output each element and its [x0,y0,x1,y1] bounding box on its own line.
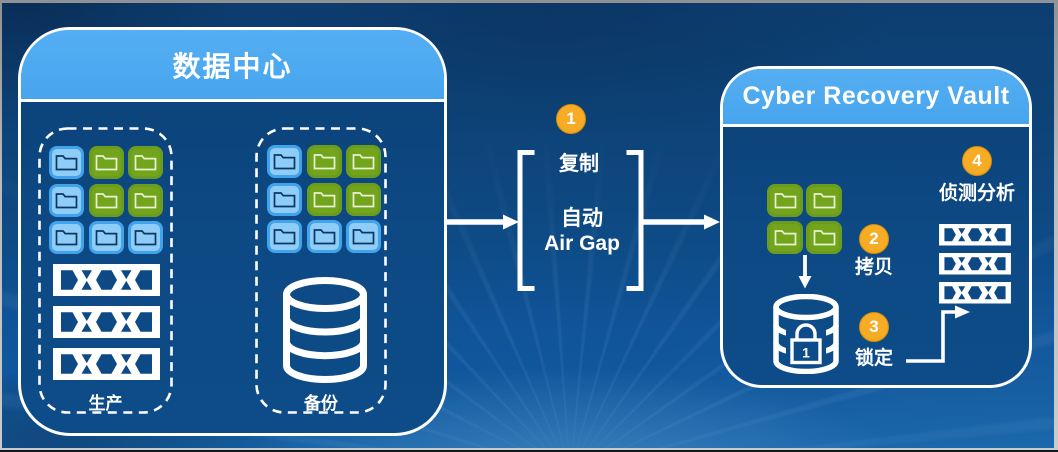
vault-folder-grid [767,184,842,254]
folder-tile-green [346,145,381,178]
backup-folder-grid [267,145,381,253]
tape-cartridge-icon [53,348,160,380]
folder-icon [313,229,335,245]
step3-badge: 3 [859,312,889,342]
folder-tile-green [767,221,803,254]
folder-tile-blue [267,182,302,216]
airgap-caption: 自动 Air Gap [522,206,642,256]
step2-badge: 2 [859,224,889,254]
folder-tile-blue [306,220,342,253]
flow-arrow-to-vault [643,214,720,230]
backup-dashed-border [255,127,387,414]
folder-tile-blue [49,221,84,254]
folder-tile-green [806,184,842,217]
airgap-line1: 自动 [561,207,603,230]
production-group: 生产 [38,127,173,414]
folder-icon [134,192,157,208]
airgap-line2: Air Gap [544,232,620,255]
airgap-bracket-right [626,150,644,291]
folder-icon [134,155,157,171]
folder-tile-green [346,182,381,216]
folder-tile-blue [128,221,163,254]
step4-badge: 4 [962,146,992,176]
vault-title: Cyber Recovery Vault [742,82,1010,110]
datacenter-box: 数据中心 [18,27,447,436]
backup-label: 备份 [304,394,338,413]
tape-cartridge-icon [53,306,160,338]
production-dashed-border [38,127,173,414]
folder-icon [774,230,796,246]
tape-cartridge-icon [53,264,160,296]
folder-tile-blue [49,183,84,217]
folder-icon [774,193,796,209]
folder-tile-green [88,183,124,217]
folder-icon [813,230,835,246]
folder-icon [813,193,835,209]
folder-tile-blue [49,146,84,179]
backup-group: 备份 [255,127,387,414]
bottom-edge-line [0,450,1058,452]
lock-digit: 1 [802,345,810,361]
production-tape-stack [53,264,160,380]
folder-icon [95,192,117,208]
step1-badge: 1 [556,104,586,134]
locked-database-icon: 1 [773,294,839,374]
vault-header-band: Cyber Recovery Vault [723,69,1029,127]
folder-icon [55,155,78,171]
tape-cartridge-icon [939,282,1011,304]
backup-database-icon [283,277,367,383]
folder-icon [95,230,117,246]
folder-tile-green [306,182,342,216]
production-folder-grid [49,146,163,254]
step3-label: 锁定 [854,348,893,369]
datacenter-title: 数据中心 [172,50,293,82]
folder-tile-green [767,184,803,217]
folder-icon [273,229,296,245]
vault-tape-stack [939,224,1011,304]
folder-tile-green [88,146,124,179]
folder-tile-green [806,221,842,254]
folder-icon [352,154,375,170]
step4-label: 侦测分析 [938,183,1015,204]
folder-tile-blue [267,220,302,253]
datacenter-header-band: 数据中心 [21,30,444,102]
folder-tile-green [128,146,163,179]
folder-icon [313,191,335,207]
folder-tile-blue [88,221,124,254]
airgap-bracket-left [517,150,535,291]
folder-icon [55,230,78,246]
slide-background: 数据中心 [2,3,1054,448]
folder-icon [134,230,157,246]
step1-label: 复制 [559,153,599,175]
tape-cartridge-icon [939,253,1011,275]
folder-icon [313,154,335,170]
tape-cartridge-icon [939,224,1011,246]
folder-tile-blue [346,220,381,253]
vault-copy-arrow [798,255,812,289]
flow-arrow-to-airgap [444,214,519,230]
folder-icon [95,155,117,171]
folder-tile-blue [267,145,302,178]
folder-icon [55,192,78,208]
lock-to-analysis-arrow [906,305,970,363]
step2-label: 拷贝 [854,257,893,278]
folder-icon [352,229,375,245]
folder-tile-green [128,183,163,217]
folder-icon [273,154,296,170]
production-label: 生产 [88,394,123,413]
folder-icon [273,191,296,207]
folder-tile-green [306,145,342,178]
folder-icon [352,191,375,207]
